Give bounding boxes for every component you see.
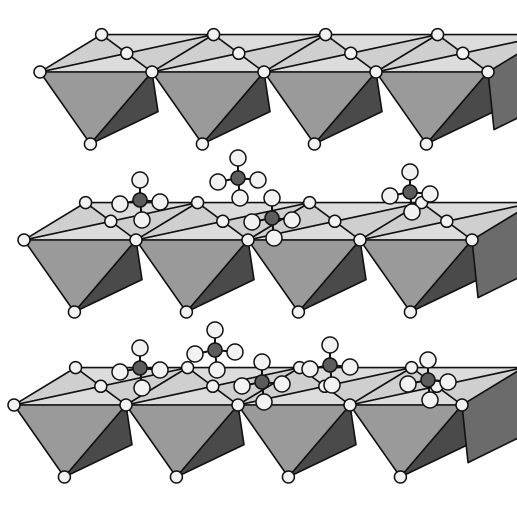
ligand-atom [112,196,128,212]
ligand-atom [264,190,280,206]
oxygen-atom [242,234,254,246]
ligand-atom [382,188,398,204]
central-atom [133,193,147,207]
oxygen-atom [344,399,356,411]
oxygen-atom [217,215,229,227]
oxygen-atom [320,29,332,41]
ligand-atom [234,378,250,394]
ligand-atom [342,359,358,375]
oxygen-atom [208,29,220,41]
oxygen-atom [370,66,382,78]
ligand-atom [422,392,438,408]
ligand-atom [132,172,148,188]
oxygen-atom [482,66,494,78]
ligand-atom [402,164,418,180]
ligand-atom [250,172,266,188]
central-atom [403,185,417,199]
oxygen-atom [34,66,46,78]
ligand-atom [134,380,150,396]
ligand-atom [324,377,340,393]
oxygen-atom [394,471,406,483]
oxygen-atom [406,362,418,374]
oxygen-atom [68,306,80,318]
ligand-atom [254,354,270,370]
oxygen-atom [95,380,107,392]
oxygen-atom [196,138,208,150]
oxygen-atom [130,234,142,246]
ligand-atom [132,340,148,356]
ligand-atom [152,362,168,378]
central-atom [255,375,269,389]
ligand-atom [207,322,223,338]
oxygen-atom [232,399,244,411]
central-atom [421,373,435,387]
ligand-atom [230,150,246,166]
ligand-atom [420,352,436,368]
oxygen-atom [84,138,96,150]
oxygen-atom [282,471,294,483]
oxygen-atom [441,215,453,227]
oxygen-atom [457,47,469,59]
ligand-atom [112,364,128,380]
tetrahedral-anion [210,150,266,206]
oxygen-atom [308,138,320,150]
oxygen-atom [120,399,132,411]
ligand-atom [256,394,272,410]
oxygen-atom [466,234,478,246]
ligand-atom [187,346,203,362]
ligand-atom [422,186,438,202]
layer-top [34,29,517,150]
oxygen-atom [180,306,192,318]
oxygen-atom [192,197,204,209]
ligand-atom [266,230,282,246]
oxygen-atom [304,197,316,209]
ligand-atom [134,212,150,228]
oxygen-atom [105,215,117,227]
ligand-atom [440,374,456,390]
ligand-atom [274,376,290,392]
oxygen-atom [432,29,444,41]
oxygen-atom [8,399,20,411]
oxygen-atom [354,234,366,246]
oxygen-atom [182,362,194,374]
central-atom [265,211,279,225]
central-atom [133,361,147,375]
oxygen-atom [292,306,304,318]
oxygen-atom [456,399,468,411]
oxygen-atom [121,47,133,59]
ligand-atom [210,174,226,190]
ligand-atom [232,190,248,206]
oxygen-atom [70,362,82,374]
ligand-atom [209,362,225,378]
central-atom [231,171,245,185]
ligand-atom [404,204,420,220]
oxygen-atom [404,306,416,318]
oxygen-atom [345,47,357,59]
oxygen-atom [18,234,30,246]
oxygen-atom [207,380,219,392]
oxygen-atom [96,29,108,41]
oxygen-atom [233,47,245,59]
ligand-atom [244,214,260,230]
ligand-atom [322,337,338,353]
ligand-atom [152,194,168,210]
ligand-atom [284,212,300,228]
ligand-atom [227,344,243,360]
ligand-atom [400,376,416,392]
oxygen-atom [80,197,92,209]
oxygen-atom [329,215,341,227]
oxygen-atom [258,66,270,78]
oxygen-atom [58,471,70,483]
oxygen-atom [420,138,432,150]
ligand-atom [302,361,318,377]
central-atom [323,358,337,372]
oxygen-atom [146,66,158,78]
oxygen-atom [170,471,182,483]
central-atom [208,343,222,357]
